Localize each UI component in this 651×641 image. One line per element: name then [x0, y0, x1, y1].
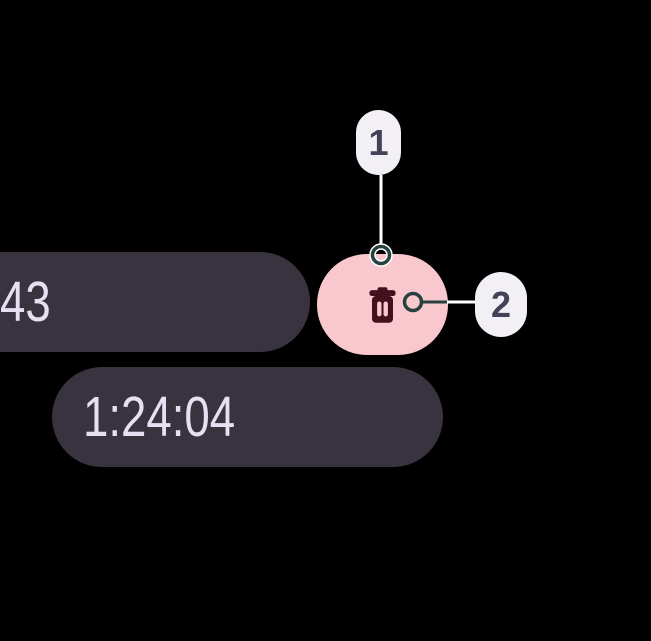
callout-badge-1: 1 — [356, 110, 401, 175]
delete-icon — [365, 286, 400, 324]
lap-time-pill: 43 — [0, 252, 310, 352]
elapsed-time-pill: 1:24:04 — [52, 367, 443, 467]
lap-time-value: 43 — [0, 270, 51, 334]
callout-1-number: 1 — [368, 121, 389, 163]
callout-2-number: 2 — [490, 283, 512, 325]
elapsed-time-value: 1:24:04 — [83, 385, 236, 449]
delete-lap-button[interactable] — [317, 254, 448, 355]
callout-badge-2: 2 — [475, 272, 527, 337]
